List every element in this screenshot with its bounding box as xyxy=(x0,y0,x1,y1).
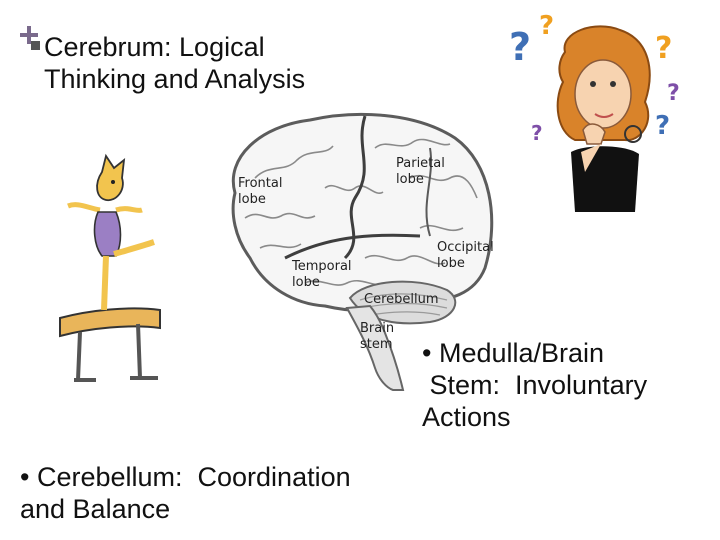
thinking-woman-illustration: ? ? ? ? ? ? xyxy=(509,12,680,212)
label-parietal-lobe: Parietal lobe xyxy=(396,156,445,188)
title-bullet-square xyxy=(31,41,40,50)
cerebellum-line-1: • Cerebellum: Coordination xyxy=(20,462,351,492)
svg-text:?: ? xyxy=(655,111,670,141)
svg-text:?: ? xyxy=(539,12,554,41)
label-frontal-lobe: Frontal lobe xyxy=(238,176,283,208)
label-temporal-lobe: Temporal lobe xyxy=(292,259,352,291)
svg-text:?: ? xyxy=(509,25,531,69)
label-occipital-lobe: Occipital lobe xyxy=(437,240,494,272)
svg-text:?: ? xyxy=(531,121,543,145)
medulla-line-1: • Medulla/Brain xyxy=(422,338,605,368)
label-cerebellum: Cerebellum xyxy=(364,292,439,307)
title-line-2: Thinking and Analysis xyxy=(44,63,306,94)
svg-text:?: ? xyxy=(667,81,680,106)
brain-diagram xyxy=(231,112,494,391)
plus-icon xyxy=(20,26,38,44)
title-line-1: Cerebrum: Logical xyxy=(44,32,265,62)
cerebellum-note: • Cerebellum: Coordination and Balance xyxy=(20,462,420,526)
medulla-line-3: Actions xyxy=(422,401,511,432)
gymnast-illustration xyxy=(59,153,161,382)
medulla-line-2: Stem: Involuntary xyxy=(422,369,648,400)
medulla-note: • Medulla/Brain Stem: Involuntary Action… xyxy=(422,338,712,434)
slide-title: Cerebrum: Logical Thinking and Analysis xyxy=(44,32,384,96)
label-brain-stem: Brain stem xyxy=(360,321,395,353)
cerebellum-line-2: and Balance xyxy=(20,493,171,524)
svg-text:?: ? xyxy=(655,31,672,66)
